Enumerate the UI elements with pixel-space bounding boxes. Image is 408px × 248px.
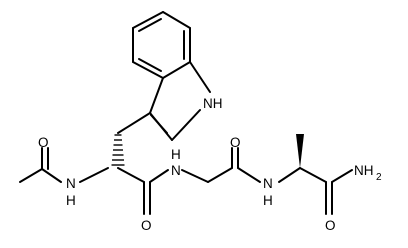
amide-hydrogen-acetyl: H bbox=[66, 193, 76, 208]
amide-nitrogen-ala: N bbox=[263, 176, 273, 191]
terminal-amide-nitrogen: NH bbox=[354, 163, 374, 178]
carbonyl-oxygen-ala: O bbox=[325, 218, 336, 233]
indole-nitrogen: NH bbox=[203, 96, 223, 111]
amide-nitrogen-acetyl: N bbox=[66, 176, 76, 191]
terminal-amide-subscript: 2 bbox=[376, 172, 382, 183]
amide-nitrogen-middle: N bbox=[171, 163, 181, 178]
stereo-hash-bond-trp bbox=[111, 134, 125, 166]
carbonyl-oxygen-acetyl: O bbox=[38, 135, 49, 150]
amide-hydrogen-ala: H bbox=[263, 193, 273, 208]
carbonyl-oxygen-gly: O bbox=[230, 135, 241, 150]
stereo-wedge-bond-ala bbox=[296, 134, 304, 168]
carbonyl-oxygen-trp: O bbox=[141, 218, 152, 233]
atom-labels: O N H NH N H O O N H NH 2 O bbox=[38, 96, 382, 233]
bond-lines bbox=[19, 11, 353, 215]
amide-hydrogen-middle: H bbox=[171, 147, 181, 162]
